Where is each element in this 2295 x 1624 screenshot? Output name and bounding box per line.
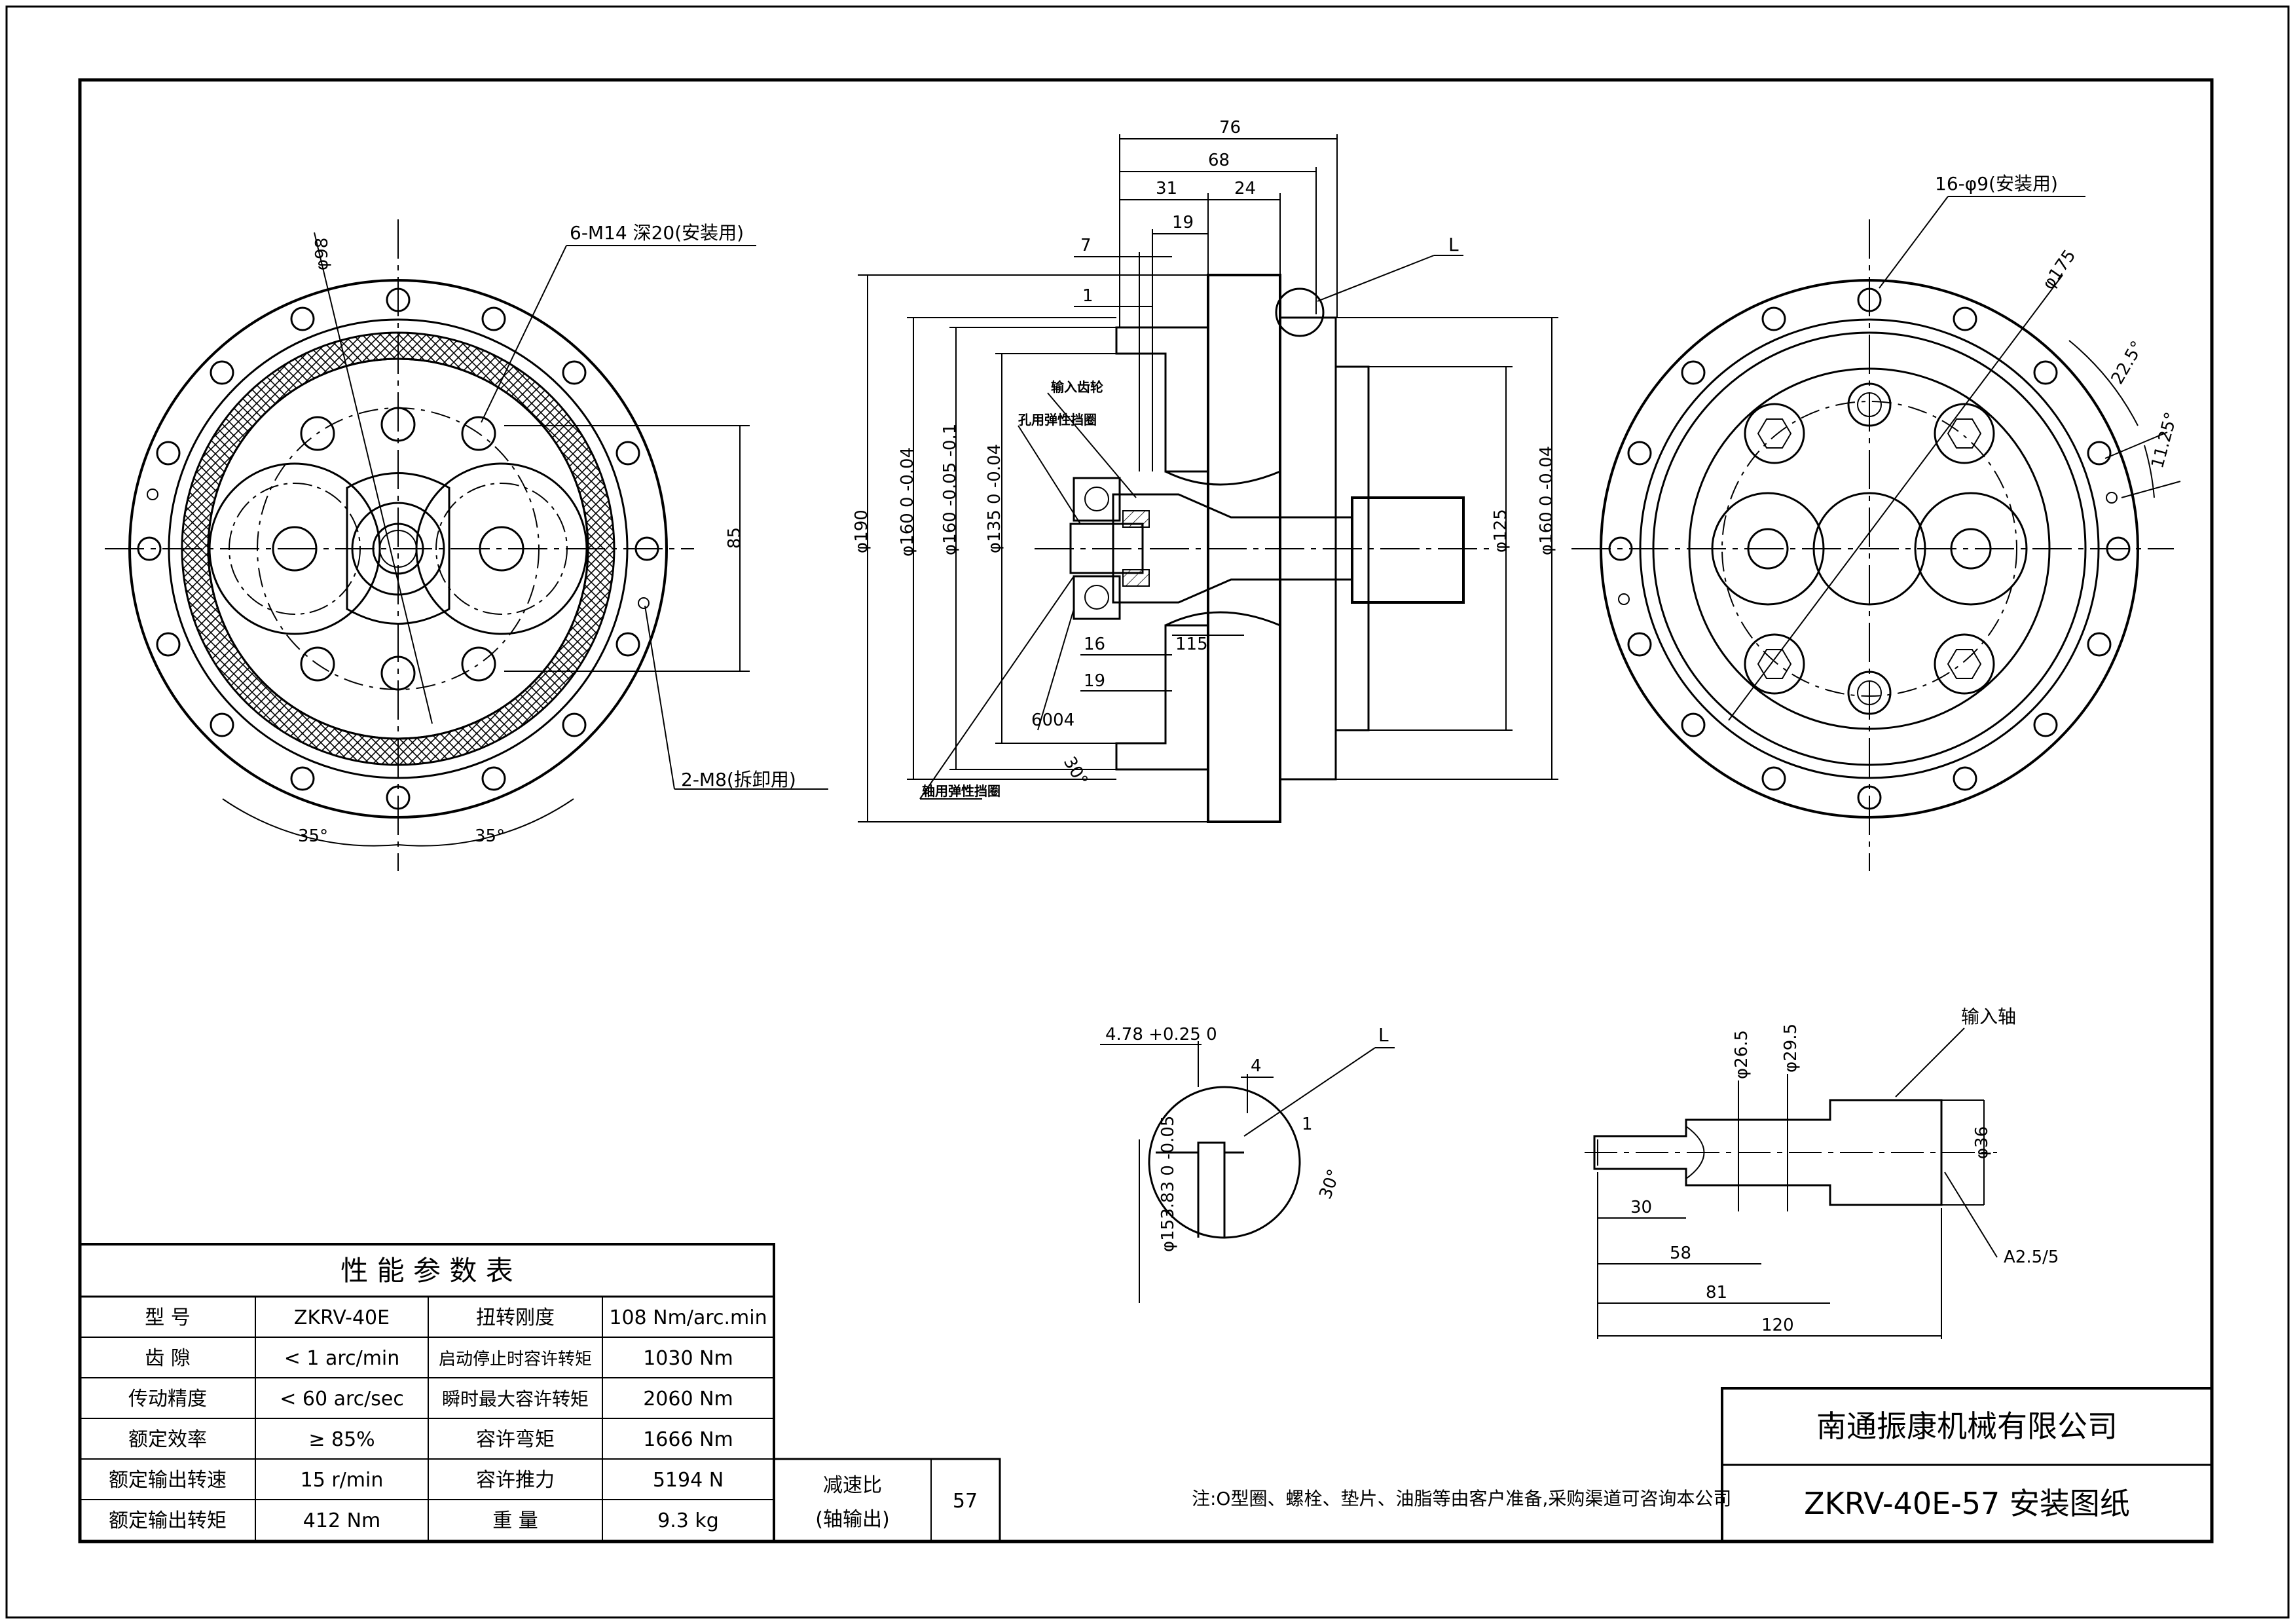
table-cell: 9.3 kg: [657, 1509, 719, 1532]
dim-phi190: φ190: [852, 509, 872, 553]
table-cell: 412 Nm: [303, 1509, 380, 1532]
dim-phi98: φ98: [312, 238, 332, 270]
dim-30deg: 30°: [1059, 754, 1092, 790]
dim-1: 1: [1082, 286, 1093, 306]
table-cell: 容许推力: [476, 1469, 555, 1492]
table-cell: < 60 arc/sec: [280, 1388, 404, 1411]
inner-border: [78, 78, 2214, 1543]
dim-phi125: φ125: [1491, 509, 1511, 553]
label-input-shaft: 输入轴: [1961, 1006, 2016, 1027]
label-input-gear: 输入齿轮: [1051, 379, 1103, 395]
label-L-detail: L: [1378, 1024, 1389, 1046]
table-cell: 5194 N: [653, 1469, 724, 1492]
table-cell: 2060 Nm: [643, 1388, 733, 1411]
dim-phi175: φ175: [2039, 246, 2080, 293]
dim-31: 31: [1156, 179, 1177, 198]
table-cell: 108 Nm/arc.min: [609, 1306, 767, 1329]
table-cell: ZKRV-40E: [294, 1306, 390, 1329]
label-m14: 6-M14 深20(安装用): [570, 222, 744, 244]
detail-L-view: [1100, 1041, 1395, 1303]
table-cell: 额定输出转速: [109, 1469, 227, 1492]
dim-4-78: 4.78 +0.25 0: [1105, 1025, 1217, 1044]
note-text: 注:O型圈、螺栓、垫片、油脂等由客户准备,采购渠道可咨询本公司: [1192, 1488, 1731, 1509]
table-title: 性 能 参 数 表: [340, 1255, 513, 1287]
dim-phi160b: φ160 -0.05 -0.1: [940, 424, 960, 555]
table-cell: 容许弯矩: [476, 1428, 555, 1451]
table-cell: 型 号: [145, 1306, 191, 1329]
input-shaft-view: [1585, 1027, 1998, 1339]
rear-view: [1571, 196, 2181, 871]
label-16-holes: 16-φ9(安装用): [1935, 173, 2058, 194]
table-cell: 传动精度: [128, 1388, 207, 1411]
table-cell: 15 r/min: [301, 1469, 384, 1492]
dim-phi36: φ36: [1972, 1126, 1992, 1159]
dim-7: 7: [1080, 236, 1092, 255]
dim-4: 4: [1251, 1056, 1262, 1076]
dim-76: 76: [1219, 118, 1241, 138]
dim-115: 115: [1175, 635, 1208, 654]
dim-phi153-83: φ153.83 0 -0.05: [1158, 1116, 1178, 1252]
label-m8: 2-M8(拆卸用): [681, 769, 796, 790]
table-cell: 额定效率: [128, 1428, 207, 1451]
dim-11-25deg: 11.25°: [2148, 410, 2182, 470]
title-block: [1721, 1387, 2213, 1543]
table-cell: 齿 隙: [145, 1347, 191, 1370]
label-shaft-ring: 轴用弹性挡圈: [922, 783, 1001, 799]
dim-19-bottom: 19: [1084, 671, 1105, 691]
label-A2-5: A2.5/5: [2004, 1247, 2059, 1267]
performance-table: [79, 1243, 1001, 1543]
front-view: [105, 219, 828, 871]
dim-81: 81: [1706, 1283, 1727, 1302]
rear-view-labels: 16-φ9(安装用) φ175 22.5° 11.25°: [1935, 173, 2182, 470]
dim-68: 68: [1208, 151, 1230, 170]
dim-1-detail: 1: [1302, 1115, 1313, 1134]
dim-phi26-5: φ26.5: [1732, 1030, 1752, 1079]
table-cell: 扭转刚度: [476, 1306, 555, 1329]
dim-phi160a: φ160 0 -0.04: [898, 447, 917, 557]
ratio-label: 减速比: [823, 1474, 882, 1497]
table-cell: 瞬时最大容许转矩: [442, 1388, 589, 1410]
dim-24: 24: [1234, 179, 1256, 198]
ratio-label-sub: (轴输出): [815, 1508, 889, 1531]
label-bearing-6004: 6004: [1031, 710, 1074, 730]
table-cell: 额定输出转矩: [109, 1509, 227, 1532]
outer-border: [5, 5, 2290, 1619]
dim-85: 85: [725, 527, 744, 549]
dim-phi160c: φ160 0 -0.04: [1537, 446, 1556, 555]
section-view: [858, 134, 1558, 823]
front-view-labels: φ98 6-M14 深20(安装用) 2-M8(拆卸用) 85 35° 35°: [298, 222, 796, 846]
dim-30: 30: [1630, 1198, 1652, 1217]
table-cell: 1030 Nm: [643, 1347, 733, 1370]
input-shaft-labels: 输入轴 φ26.5 φ29.5 φ36 30 58 81 120 A2.5/5: [1630, 1006, 2059, 1335]
dim-phi135: φ135 0 -0.04: [985, 444, 1004, 553]
performance-table-text: 性 能 参 数 表 型 号 ZKRV-40E 扭转刚度 108 Nm/arc.m…: [109, 1255, 978, 1532]
label-L-section: L: [1448, 234, 1459, 255]
table-cell: ≥ 85%: [308, 1428, 375, 1451]
dim-58: 58: [1670, 1244, 1691, 1263]
drawing-title: ZKRV-40E-57 安装图纸: [1804, 1486, 2130, 1521]
dim-19-top: 19: [1172, 213, 1194, 232]
dim-30deg-detail: 30°: [1315, 1167, 1344, 1202]
table-cell: 启动停止时容许转矩: [439, 1350, 592, 1369]
dim-120: 120: [1761, 1316, 1794, 1335]
dim-22-5deg: 22.5°: [2108, 338, 2148, 388]
dim-35-right: 35°: [475, 826, 505, 846]
table-cell: 1666 Nm: [643, 1428, 733, 1451]
dim-16: 16: [1084, 635, 1105, 654]
company-name: 南通振康机械有限公司: [1816, 1409, 2118, 1444]
section-view-labels: 76 68 31 24 19 7 1 L 输入齿轮 孔用弹性挡圈 轴用弹性挡圈 …: [852, 118, 1556, 799]
dim-phi29-5: φ29.5: [1781, 1024, 1801, 1073]
table-cell: < 1 arc/min: [284, 1347, 400, 1370]
ratio-value: 57: [953, 1490, 978, 1513]
label-hole-ring: 孔用弹性挡圈: [1018, 412, 1097, 428]
detail-L-labels: 4.78 +0.25 0 4 L 1 30° φ153.83 0 -0.05: [1105, 1024, 1389, 1252]
dim-35-left: 35°: [298, 826, 328, 846]
table-cell: 重 量: [492, 1509, 538, 1532]
